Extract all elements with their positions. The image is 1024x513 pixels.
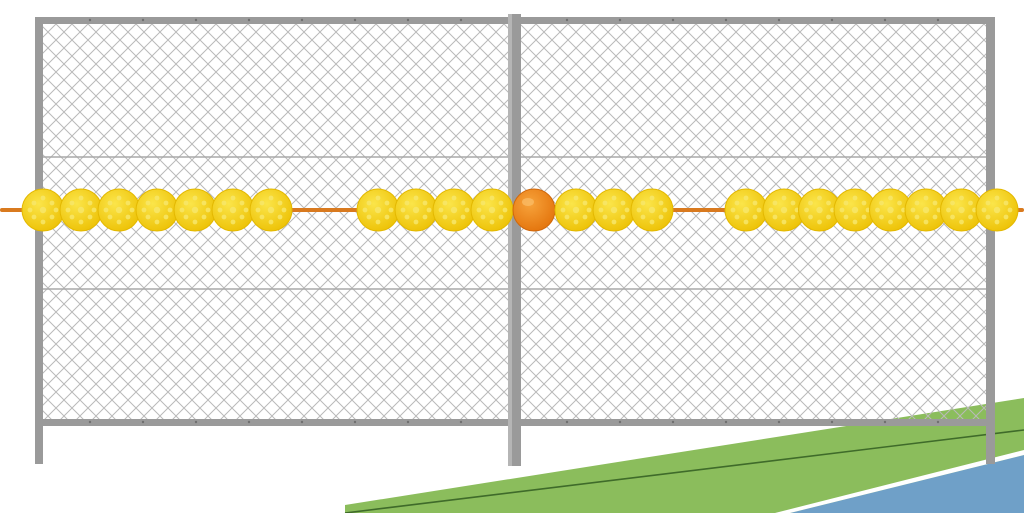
fence-post-center-shade (508, 14, 512, 466)
pickleball-ball (135, 188, 179, 232)
fence-post-left (35, 17, 43, 464)
fence-rivets (88, 18, 940, 424)
court-area (344, 398, 1024, 513)
pickleball-ball (554, 188, 598, 232)
pickleball-ball (97, 188, 141, 232)
fence-top-rail-right (514, 17, 994, 24)
grass-strip (345, 398, 1024, 513)
fence-top-rail-left (36, 17, 516, 24)
pickleball-ball (249, 188, 293, 232)
pickleball-ball (356, 188, 400, 232)
fence-bottom-rail-left (36, 419, 516, 426)
pickleball-ball (940, 188, 983, 232)
pickleball-ball (21, 188, 65, 232)
pickleball-ball (798, 188, 841, 232)
pickleball-ball (630, 188, 674, 232)
grass-edge-line (344, 429, 1024, 513)
pickleball-ball (592, 188, 636, 232)
pickleball-ball (724, 188, 768, 232)
court-boundary-line (775, 450, 1024, 513)
pickleball-ball (432, 188, 476, 232)
pickleball-ball (394, 188, 438, 232)
pickleball-ball (470, 188, 514, 232)
pickleball-ball (211, 188, 255, 232)
fence-post-right (986, 17, 995, 464)
pickleball-ball (173, 188, 217, 232)
pickleball-ball (975, 188, 1019, 232)
pickleball-ball (59, 188, 103, 232)
highlighted-ball (512, 188, 556, 232)
fence-bottom-rail-right (514, 419, 994, 426)
pickleball-ball (904, 188, 948, 232)
abacus-balls (21, 188, 1019, 232)
abacus (0, 188, 1024, 232)
fence (35, 14, 995, 466)
